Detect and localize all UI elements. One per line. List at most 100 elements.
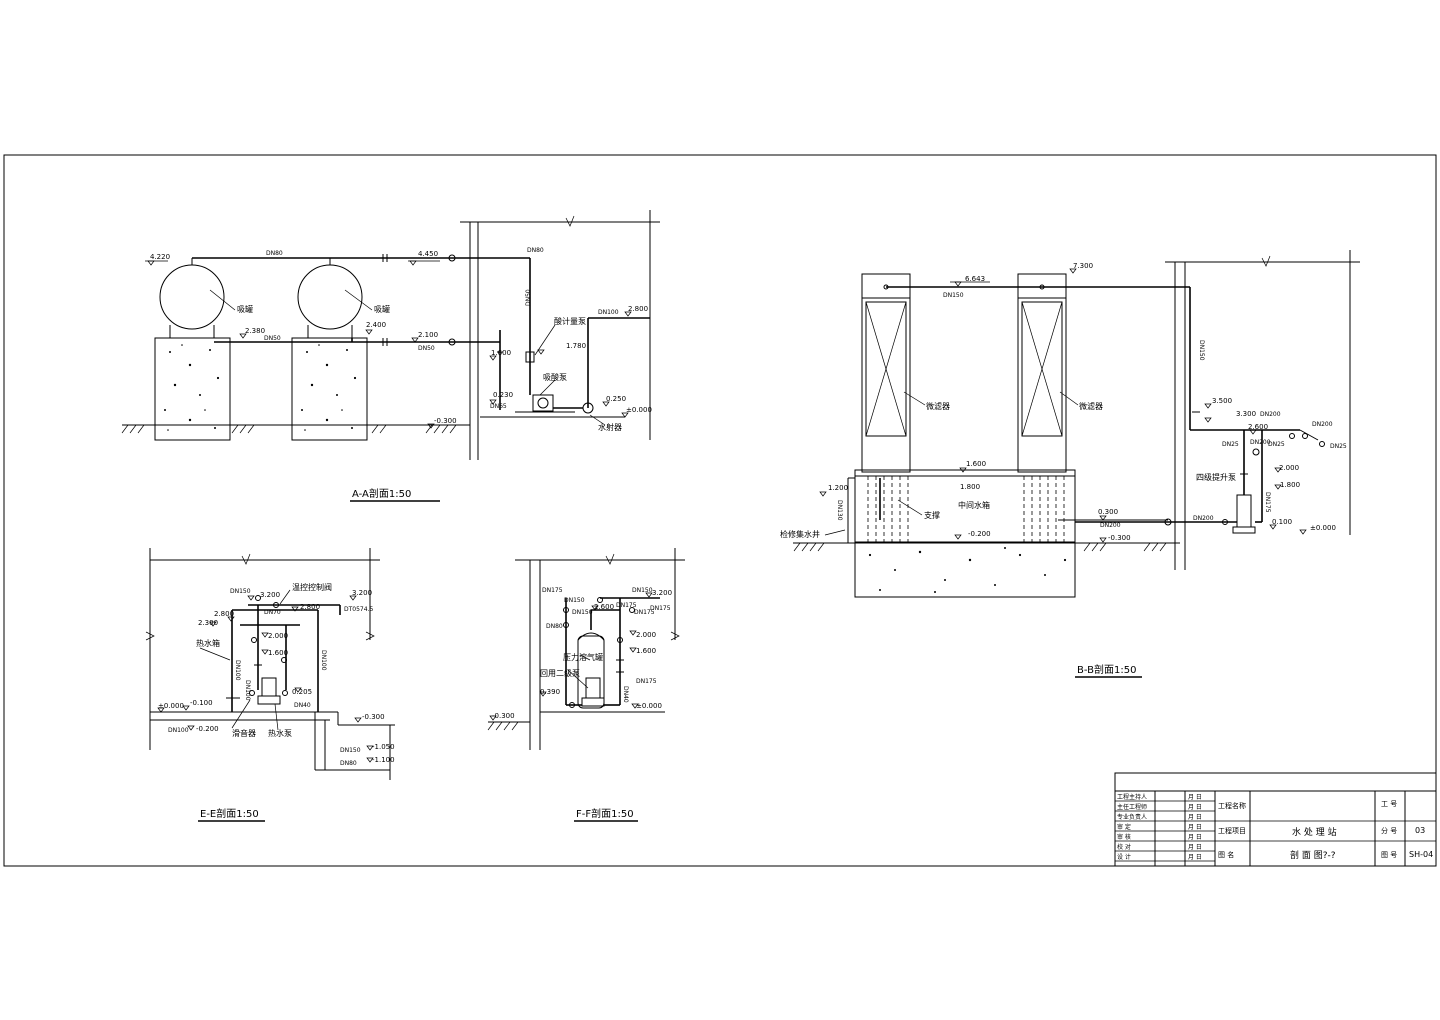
ee-heater: 热水箱: [196, 638, 220, 648]
bb-filter-2: 微滤器: [1079, 401, 1103, 411]
tb-role-5: 校 对: [1117, 843, 1131, 851]
ff-pressure-tank: [577, 635, 605, 709]
aa-water-filter: 水射器: [598, 422, 622, 432]
tb-role-6: 设 计: [1117, 853, 1131, 861]
ee-dn80: DN80: [340, 760, 357, 767]
aa-dn80-top: DN80: [266, 250, 283, 257]
aa-el-0250: 0.250: [606, 395, 626, 403]
tb-drawing-no: SH-04: [1409, 850, 1433, 859]
tb-role-0: 工程主持人: [1117, 793, 1147, 801]
bb-el-m0300: -0.300: [1108, 534, 1131, 542]
ee-el-0205: 0.205: [292, 688, 312, 696]
ee-el-2800: 2.800: [300, 603, 320, 611]
bb-el-1600: 1.600: [966, 460, 986, 468]
tb-date-1: 月 日: [1188, 804, 1202, 811]
section-ee: DN150 3.200 温控控制阀 3.200 DT0574.5 DN70 2.…: [145, 548, 395, 822]
aa-title: A-A剖面1:50: [352, 487, 411, 500]
bb-el-6643: 6.643: [965, 275, 985, 283]
ff-dn175-e: DN175: [636, 678, 657, 685]
ff-dn150-c: DN150: [572, 609, 593, 616]
aa-dn50-v: DN50: [525, 289, 532, 306]
bb-el-1200: 1.200: [828, 484, 848, 492]
tb-drawing-no-label: 图 号: [1381, 851, 1397, 859]
ee-el-0000: ±0.000: [158, 702, 184, 710]
bb-dn150-v: DN150: [1198, 340, 1205, 361]
bb-dn175: DN175: [1264, 492, 1271, 513]
bb-el-m0200: -0.200: [968, 530, 991, 538]
ff-el-1600: 1.600: [636, 647, 656, 655]
ee-pump: 热水泵: [268, 728, 292, 738]
ee-softener: 滑音器: [232, 728, 256, 738]
bb-el-0300: 0.300: [1098, 508, 1118, 516]
ff-reuse-pump: [585, 677, 601, 699]
ff-dn175-d: DN175: [634, 609, 655, 616]
bb-tank: 中间水箱: [958, 500, 990, 510]
ff-el-2600: 2.600: [594, 603, 614, 611]
aa-dn50-a: DN50: [264, 335, 281, 342]
aa-dn100: DN100: [598, 309, 619, 316]
bb-el-2600: 2.600: [1248, 423, 1268, 431]
aa-el-4220: 4.220: [150, 253, 170, 261]
ee-el-3200b: 3.200: [352, 589, 372, 597]
aa-el-2380: 2.380: [245, 327, 265, 335]
acid-pump-body: [532, 394, 554, 412]
bb-dn130: DN130: [836, 500, 843, 521]
bb-el-1800b: 1.800: [1280, 481, 1300, 489]
bb-support: 支撑: [924, 510, 940, 520]
tb-project-item: 水 处 理 站: [1292, 826, 1337, 838]
ee-valve: 温控控制阀: [292, 582, 332, 592]
tb-date-5: 月 日: [1188, 844, 1202, 851]
tb-role-3: 审 定: [1117, 823, 1131, 831]
tb-date-2: 月 日: [1188, 814, 1202, 821]
section-ff: DN175 DN150 DN150 3.200 2.600 DN175 DN17…: [487, 548, 685, 822]
ee-dn40: DN40: [294, 702, 311, 709]
bb-dn25-c: DN25: [1330, 443, 1347, 450]
tb-date-3: 月 日: [1188, 824, 1202, 831]
lift-pump: [1236, 494, 1252, 528]
micro-filter-2: [1017, 273, 1067, 473]
tb-sub-no-label: 分 号: [1381, 826, 1397, 835]
tb-project-item-label: 工程项目: [1218, 826, 1246, 835]
ee-el-3200: 3.200: [260, 591, 280, 599]
aa-el-0000: ±0.000: [626, 406, 652, 414]
ff-dn40: DN40: [622, 686, 629, 703]
tb-date-4: 月 日: [1188, 834, 1202, 841]
section-bb: 6.643 7.300 DN150 DN150 微滤器 微滤器 1.600 1.…: [780, 250, 1360, 678]
bb-el-2000: 2.000: [1279, 464, 1299, 472]
ff-el-m0300: -0.300: [492, 712, 515, 720]
tb-role-4: 审 核: [1117, 833, 1131, 841]
bb-dn25-b: DN25: [1268, 441, 1285, 448]
ee-el-m1050: -1.050: [372, 743, 395, 751]
tb-role-2: 专业负责人: [1117, 813, 1147, 821]
ff-pump: 回用二级泵: [540, 668, 580, 678]
aa-el-2800: 2.800: [628, 305, 648, 313]
aa-el-2400: 2.400: [366, 321, 386, 329]
ee-el-1600: 1.600: [268, 649, 288, 657]
bb-dn200-a: DN200: [1100, 522, 1121, 529]
aa-dn80-right: DN80: [527, 247, 544, 254]
ee-dn100-b: DN100: [168, 727, 189, 734]
bb-el-0000: ±0.000: [1310, 524, 1336, 532]
ff-el-2000: 2.000: [636, 631, 656, 639]
ee-dn100-r: DN100: [320, 650, 327, 671]
aa-tank-label-1: 吸罐: [237, 304, 253, 314]
ee-title: E-E剖面1:50: [200, 807, 259, 820]
sheet-border: [3, 154, 1437, 867]
bb-el-7300: 7.300: [1073, 262, 1093, 270]
bb-title: B-B剖面1:50: [1077, 663, 1136, 676]
acid-tank-2: [297, 264, 363, 330]
aa-el-4450: 4.450: [418, 250, 438, 258]
ff-dn150-a: DN150: [564, 597, 585, 604]
tb-drawing-label: 图 名: [1218, 850, 1234, 859]
bb-sump: 检修集水井: [780, 529, 820, 539]
bb-dn200-c: DN200: [1260, 411, 1281, 418]
aa-el-m0300: -0.300: [434, 417, 457, 425]
concrete-base-bb: [854, 541, 1076, 598]
ee-hot-water-pump: [261, 677, 277, 697]
ee-el-2300: 2.300: [198, 619, 218, 627]
aa-tank-label-2: 吸罐: [374, 304, 390, 314]
bb-dn25-a: DN25: [1222, 441, 1239, 448]
tb-drawing-name: 剖 面 图?-?: [1290, 849, 1336, 861]
aa-dn50-b: DN50: [418, 345, 435, 352]
bb-el-1800: 1.800: [960, 483, 980, 491]
